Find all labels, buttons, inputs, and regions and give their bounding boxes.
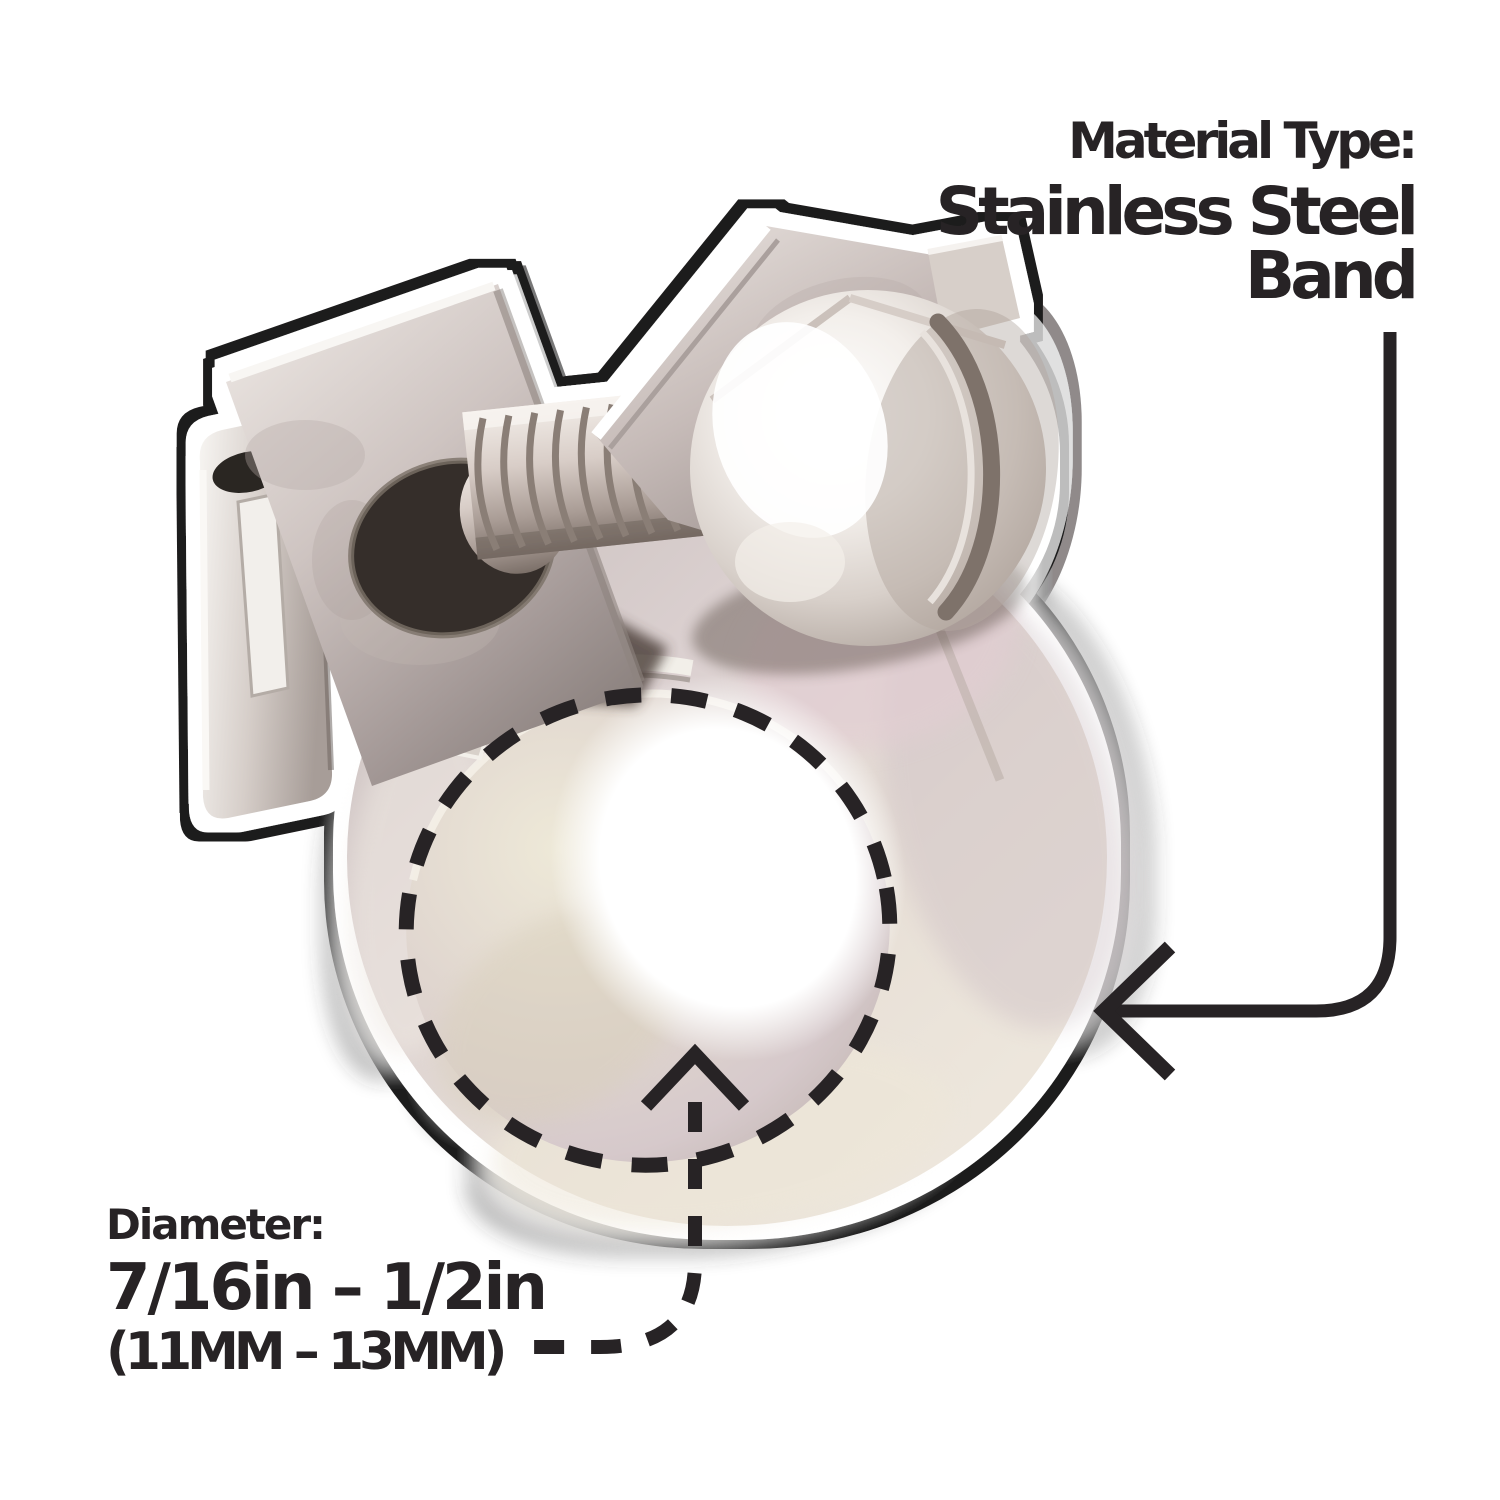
diameter-callout: Diameter: 7/16in – 1/2in (11MM – 13MM) [106, 1200, 548, 1382]
clamp-through-hole [549, 674, 907, 1062]
material-type-label: Material Type: [1068, 112, 1418, 170]
diameter-value-mm: (11MM – 13MM) [106, 1322, 507, 1382]
screw-head [690, 235, 1059, 646]
inner-diameter-dashed-ellipse-icon [398, 687, 898, 1173]
material-type-callout: Material Type: Stainless Steel Band [935, 112, 1419, 315]
screwdriver-slot [929, 313, 1001, 621]
material-type-value-line2: Band [1244, 237, 1419, 315]
clamp-photo [199, 222, 1130, 1230]
band-tongue [236, 492, 290, 698]
diameter-value-inches: 7/16in – 1/2in [106, 1251, 548, 1325]
diameter-arrow-icon [514, 1043, 750, 1354]
material-type-value-line1: Stainless Steel [935, 173, 1419, 250]
diameter-label: Diameter: [106, 1200, 326, 1249]
material-arrow-icon [1093, 332, 1397, 1081]
